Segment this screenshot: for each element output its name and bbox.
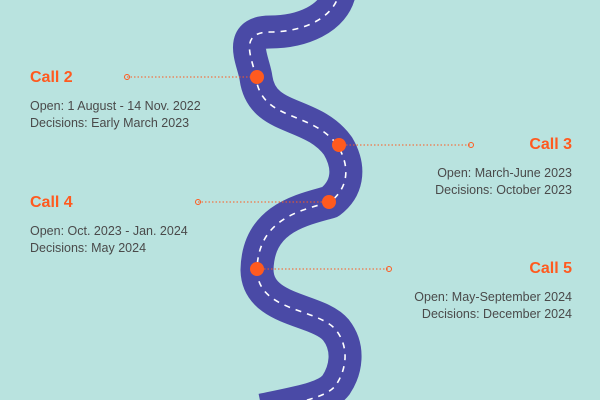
call-5-marker	[250, 262, 264, 276]
call-5-decisions: Decisions: December 2024	[421, 307, 572, 321]
call-5-open: Open: May-September 2024	[414, 290, 572, 304]
call-2-end-ring	[124, 74, 130, 80]
call-5-block: Call 5 Open: May-September 2024 Decision…	[414, 260, 572, 323]
call-5-title: Call 5	[529, 260, 572, 277]
call-3-end-ring	[468, 142, 474, 148]
call-2-open: Open: 1 August - 14 Nov. 2022	[30, 99, 201, 113]
call-4-open: Open: Oct. 2023 - Jan. 2024	[30, 224, 188, 238]
call-3-block: Call 3 Open: March-June 2023 Decisions: …	[435, 136, 572, 199]
call-5-end-ring	[386, 266, 392, 272]
call-3-title: Call 3	[529, 136, 572, 153]
call-3-open: Open: March-June 2023	[437, 166, 572, 180]
call-4-block: Call 4 Open: Oct. 2023 - Jan. 2024 Decis…	[30, 194, 188, 257]
call-2-marker	[250, 70, 264, 84]
call-2-title: Call 2	[30, 69, 73, 86]
call-4-end-ring	[195, 199, 201, 205]
call-2-decisions: Decisions: Early March 2023	[30, 116, 190, 130]
call-3-marker	[332, 138, 346, 152]
call-4-title: Call 4	[30, 194, 73, 211]
road-center-line	[248, 0, 347, 400]
call-4-marker	[322, 195, 336, 209]
call-4-decisions: Decisions: May 2024	[30, 241, 147, 255]
call-2-block: Call 2 Open: 1 August - 14 Nov. 2022 Dec…	[30, 69, 201, 132]
call-3-decisions: Decisions: October 2023	[435, 183, 572, 197]
